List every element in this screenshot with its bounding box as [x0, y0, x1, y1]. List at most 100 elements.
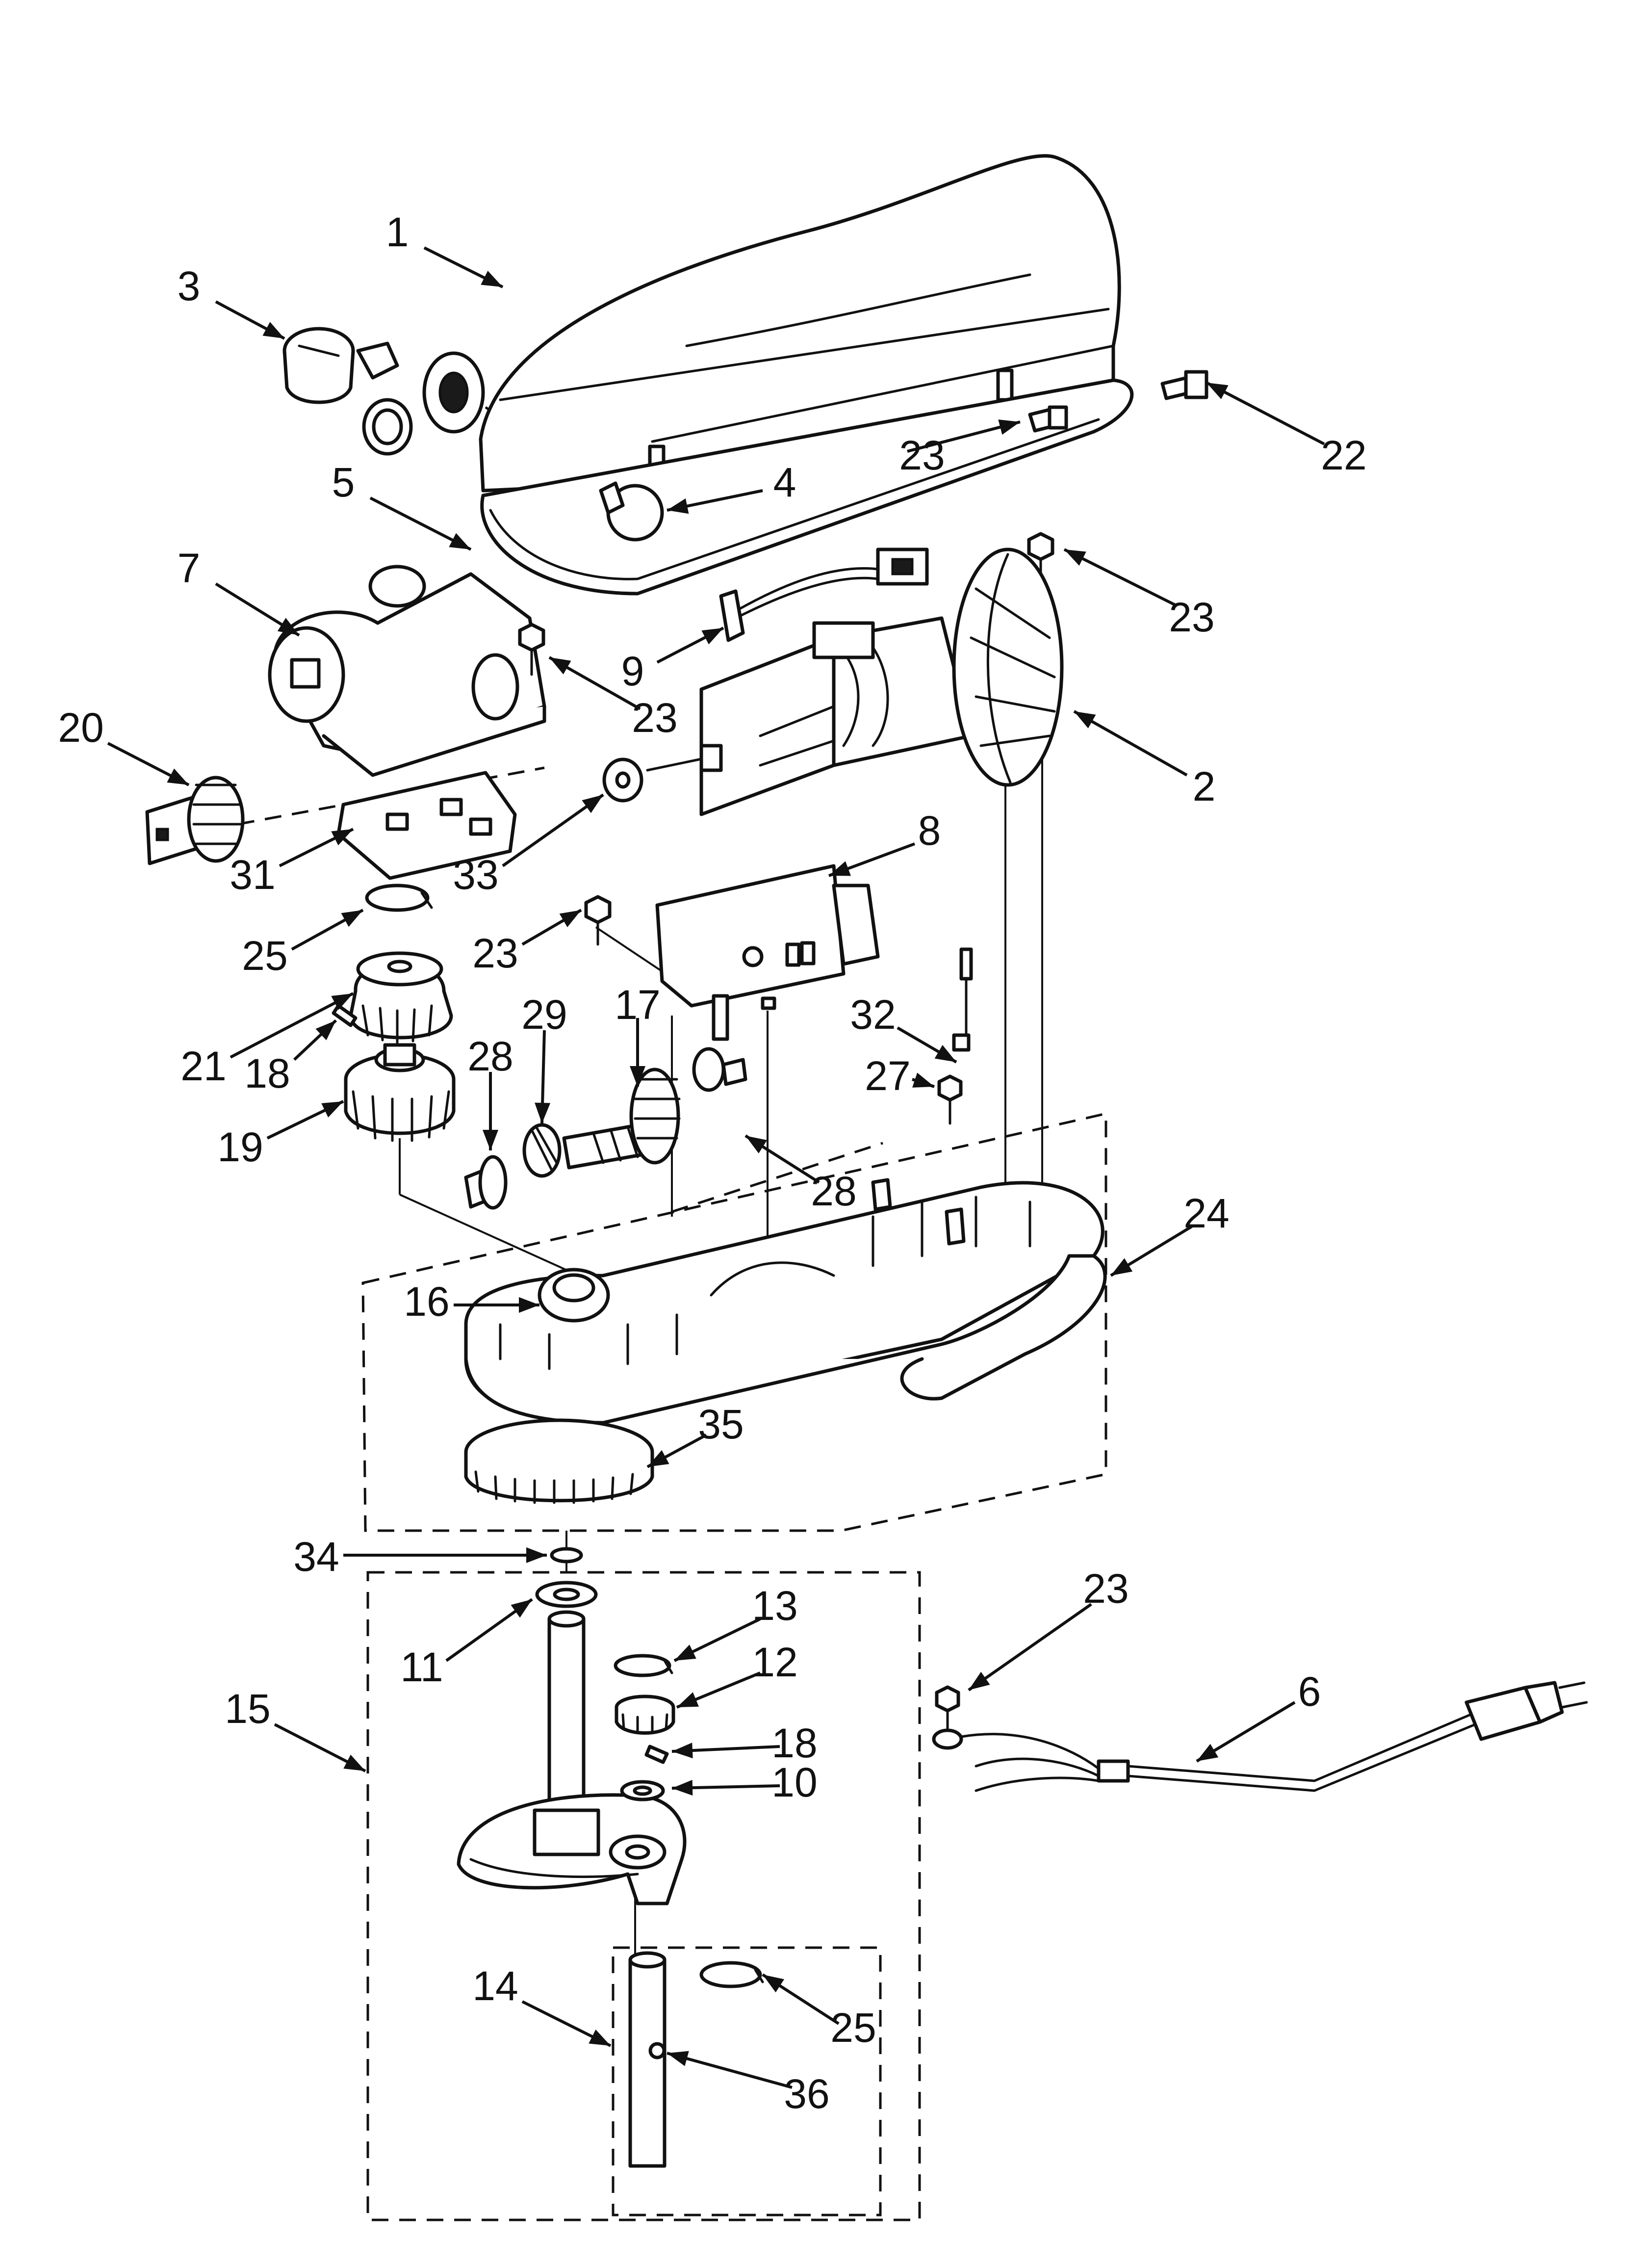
callout-label-20: 20	[58, 704, 103, 751]
housing-screws	[1027, 370, 1208, 588]
callout-label-35: 35	[698, 1401, 744, 1447]
callout-arrowhead-23	[998, 419, 1020, 435]
callout-leader-2	[1073, 710, 1188, 777]
callout-label-15: 15	[225, 1686, 270, 1732]
callout-arrowhead-28	[745, 1136, 768, 1153]
callout-label-1: 1	[386, 209, 409, 255]
callout-label-23: 23	[1169, 594, 1214, 640]
callout-arrowhead-32	[934, 1045, 956, 1062]
callout-label-5: 5	[332, 459, 355, 505]
callout-arrowhead-4	[667, 498, 689, 514]
callout-arrowhead-25	[763, 1975, 784, 1993]
callout-arrowhead-29	[535, 1102, 551, 1123]
callout-arrowhead-12	[677, 1692, 699, 1707]
callout-label-11: 11	[400, 1644, 443, 1690]
callout-label-29: 29	[521, 991, 567, 1038]
callout-label-8: 8	[918, 808, 941, 854]
callout-arrowhead-11	[511, 1599, 532, 1618]
callout-label-18: 18	[244, 1050, 290, 1096]
callout-arrowhead-6	[1197, 1744, 1219, 1761]
assembly-boundaries	[361, 1112, 1107, 2221]
callout-arrowhead-13	[674, 1644, 696, 1661]
callout-arrowhead-19	[321, 1101, 343, 1118]
callout-label-18: 18	[771, 1720, 817, 1766]
lamp-bulb-part	[599, 481, 664, 542]
retaining-ring-part	[365, 884, 433, 912]
worm-shaft-assembly	[464, 1047, 747, 1210]
callout-label-27: 27	[865, 1053, 910, 1099]
callout-leader-23	[968, 1603, 1092, 1692]
callout-arrowhead-34	[526, 1547, 547, 1563]
callout-arrowhead-18	[315, 1020, 336, 1041]
callout-arrowhead-31	[331, 829, 353, 846]
callout-leader-21	[230, 992, 354, 1059]
callout-arrowhead-16	[519, 1297, 539, 1313]
gear-housing-part	[268, 565, 546, 777]
planet-gear-parts	[614, 1654, 675, 1801]
callout-leader-36	[667, 2052, 793, 2089]
callout-label-23: 23	[1083, 1565, 1129, 1612]
shaft-washers	[535, 1547, 598, 1608]
callout-arrowhead-3	[262, 322, 284, 339]
callout-label-25: 25	[830, 2005, 876, 2051]
callout-label-13: 13	[752, 1583, 797, 1629]
bevel-gear-part	[349, 951, 453, 1044]
ring-gear-part	[464, 1418, 654, 1504]
callout-label-22: 22	[1321, 432, 1366, 478]
callout-label-23: 23	[472, 930, 518, 976]
callout-arrowhead-28	[483, 1130, 498, 1150]
callout-label-3: 3	[178, 263, 201, 309]
callout-arrowhead-36	[667, 2051, 689, 2066]
callout-arrowhead-23	[1064, 549, 1086, 566]
callout-label-28: 28	[467, 1033, 513, 1079]
callout-arrowhead-15	[343, 1754, 365, 1771]
callout-label-24: 24	[1183, 1190, 1229, 1236]
base-screw	[937, 1074, 963, 1125]
callout-label-36: 36	[784, 2071, 829, 2117]
motor-part	[646, 547, 1064, 816]
callout-label-14: 14	[472, 1963, 518, 2009]
callout-label-6: 6	[1298, 1668, 1321, 1715]
board-screw	[584, 895, 612, 946]
callout-arrowhead-14	[589, 2029, 611, 2046]
callout-label-28: 28	[811, 1168, 856, 1214]
washer-part	[602, 757, 643, 803]
callout-arrowhead-17	[630, 1066, 645, 1087]
callout-leaders	[107, 246, 1325, 2089]
callout-arrowhead-35	[647, 1450, 669, 1467]
callout-label-16: 16	[404, 1278, 449, 1325]
power-cord-part	[932, 1681, 1588, 1792]
base-assembly-boundary	[361, 1112, 1107, 1532]
control-board-part	[655, 864, 880, 1041]
thermal-fuse-part	[952, 947, 973, 1052]
callout-label-25: 25	[242, 933, 287, 979]
callout-arrowhead-7	[277, 618, 299, 635]
planetary-assembly-boundary	[366, 1571, 921, 2221]
gear-case-part	[464, 1178, 1107, 1425]
callout-label-23: 23	[899, 432, 945, 478]
callout-leader-23	[1063, 548, 1178, 607]
beater-shaft-part	[628, 1951, 764, 2168]
callout-arrowhead-1	[481, 270, 503, 287]
callout-arrowhead-22	[1206, 383, 1229, 399]
callout-label-12: 12	[752, 1639, 797, 1685]
callout-arrowhead-24	[1111, 1258, 1133, 1276]
callout-label-23: 23	[632, 695, 677, 741]
attachment-knob-part	[282, 327, 413, 456]
callout-arrowhead-25	[341, 910, 363, 927]
callout-arrowhead-27	[912, 1072, 934, 1088]
wiring-harness-part	[719, 547, 929, 642]
pinion-gear-part	[145, 776, 245, 865]
callout-arrowhead-20	[167, 768, 189, 785]
gear-housing-screw	[518, 623, 545, 676]
callout-label-7: 7	[178, 545, 201, 591]
callout-label-34: 34	[293, 1534, 339, 1580]
worm-gear-part	[344, 1043, 456, 1142]
callout-label-2: 2	[1193, 763, 1216, 809]
callout-label-10: 10	[771, 1759, 817, 1805]
callout-arrowhead-9	[701, 628, 723, 645]
shaft-subassembly-boundary	[612, 1946, 882, 2216]
callout-label-32: 32	[850, 991, 896, 1038]
